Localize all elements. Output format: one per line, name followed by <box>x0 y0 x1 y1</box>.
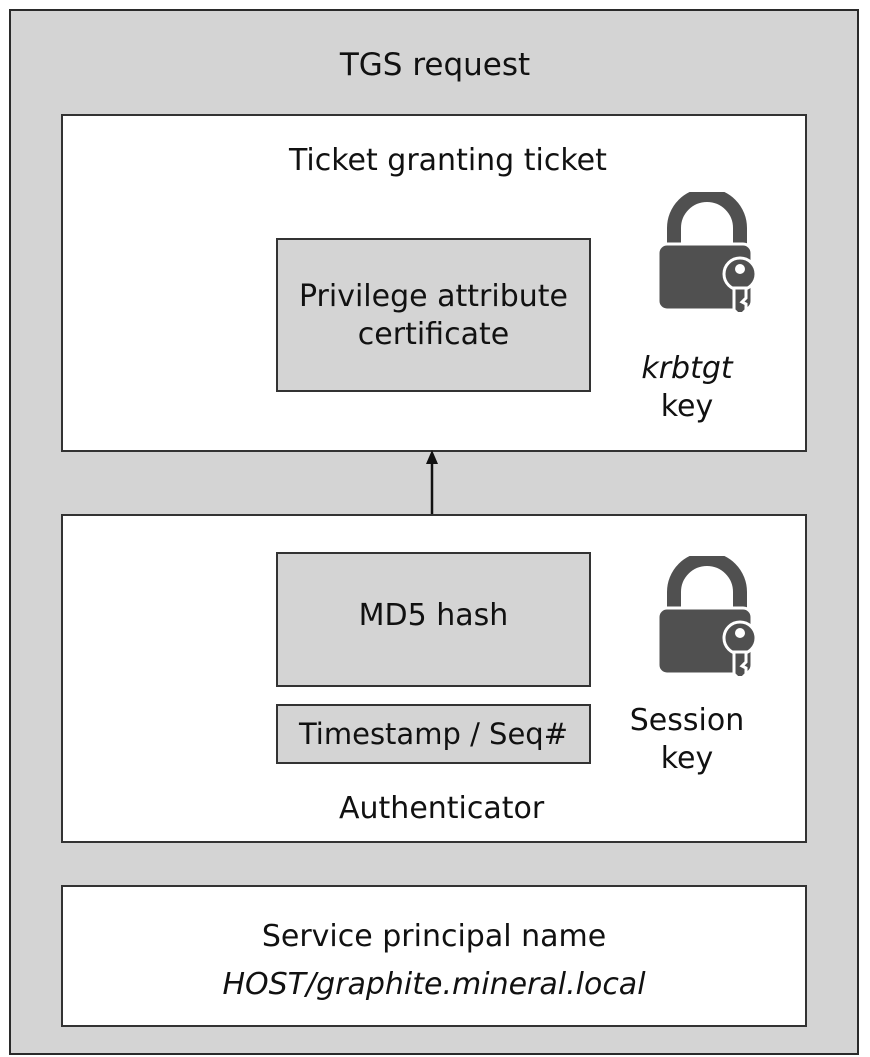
timestamp-label: Timestamp / Seq# <box>298 717 569 751</box>
spn-title: Service principal name <box>261 919 607 954</box>
timestamp-box: Timestamp / Seq# <box>276 704 591 764</box>
pac-label-line2: certificate <box>357 317 510 352</box>
session-key-line2: key <box>660 741 714 776</box>
krbtgt-key-name: krbtgt <box>641 351 733 386</box>
md5-hash-label: MD5 hash <box>358 598 509 633</box>
tgt-label: Ticket granting ticket <box>289 143 607 178</box>
pac-label-line1: Privilege attribute <box>298 279 568 314</box>
pac-box: Privilege attribute certificate <box>276 238 591 392</box>
spn-panel <box>61 885 807 1027</box>
padlock-key-icon <box>656 556 758 676</box>
krbtgt-key-caption: krbtgt key <box>597 350 777 426</box>
md5-hash-box: MD5 hash <box>276 552 591 687</box>
spn-value: HOST/graphite.mineral.local <box>222 967 646 1002</box>
session-key-line1: Session <box>629 703 745 738</box>
krbtgt-key-word: key <box>660 389 714 424</box>
session-key-caption: Session key <box>597 702 777 778</box>
authenticator-label: Authenticator <box>339 791 545 826</box>
padlock-key-icon <box>656 192 758 312</box>
diagram-title: TGS request <box>339 47 531 83</box>
